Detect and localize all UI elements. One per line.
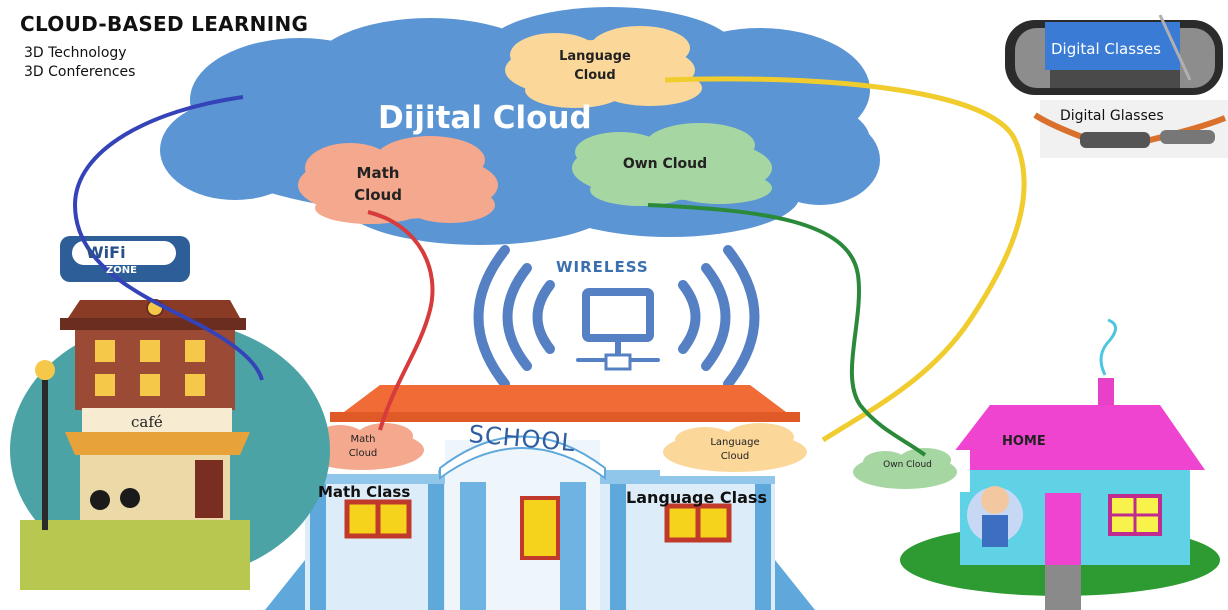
home-sign: HOME <box>1002 434 1046 449</box>
school-language-cloud-line1: Language <box>710 437 760 448</box>
digital-classes-device <box>1005 14 1223 95</box>
own-cloud-label: Own Cloud <box>622 156 708 172</box>
school-math-cloud-label: Math Cloud <box>328 433 398 461</box>
school-math-cloud-line1: Math <box>350 434 376 445</box>
yellow-link-line <box>664 76 1027 443</box>
math-cloud-shape <box>298 136 498 224</box>
home-own-cloud-shape <box>848 448 970 492</box>
wifi-zone-label: ZONE <box>106 265 137 276</box>
digital-classes-label: Digital Classes <box>1051 40 1161 58</box>
math-cloud-label: Math Cloud <box>333 163 423 207</box>
wireless-label: WIRELESS <box>556 258 649 276</box>
red-link-line <box>367 210 435 431</box>
school-math-cloud-line2: Cloud <box>348 448 378 459</box>
wireless-icon <box>473 245 760 389</box>
digital-glasses-label: Digital Glasses <box>1060 108 1164 124</box>
school-language-cloud-shape <box>660 423 825 476</box>
school-language-cloud-label: Language Cloud <box>690 436 780 464</box>
school-language-cloud-line2: Cloud <box>720 451 750 462</box>
language-cloud-line1: Language <box>559 49 631 64</box>
home-own-cloud-label: Own Cloud <box>883 460 932 470</box>
wifi-label: WiFi <box>86 243 126 262</box>
diagram-title: CLOUD-BASED LEARNING <box>20 12 309 36</box>
language-cloud-label: Language Cloud <box>545 48 645 86</box>
subtitle-line-1: 3D Technology <box>24 45 127 61</box>
math-cloud-line2: Cloud <box>354 185 402 204</box>
dijital-cloud-label: Dijital Cloud <box>378 100 592 136</box>
cafe-sign: café <box>131 413 163 431</box>
home-house <box>900 318 1220 610</box>
digital-glasses-device <box>1033 100 1228 158</box>
cafe-building <box>10 299 330 590</box>
math-cloud-line1: Math <box>356 164 400 182</box>
school-building <box>265 385 815 610</box>
own-cloud-shape <box>572 123 772 206</box>
green-link-line <box>647 203 927 457</box>
subtitle-line-2: 3D Conferences <box>24 64 136 80</box>
language-cloud-shape <box>505 26 702 108</box>
language-cloud-line2: Cloud <box>574 67 616 83</box>
math-class-label: Math Class <box>318 483 411 501</box>
blue-link-line <box>72 95 264 381</box>
language-class-label: Language Class <box>626 488 767 507</box>
